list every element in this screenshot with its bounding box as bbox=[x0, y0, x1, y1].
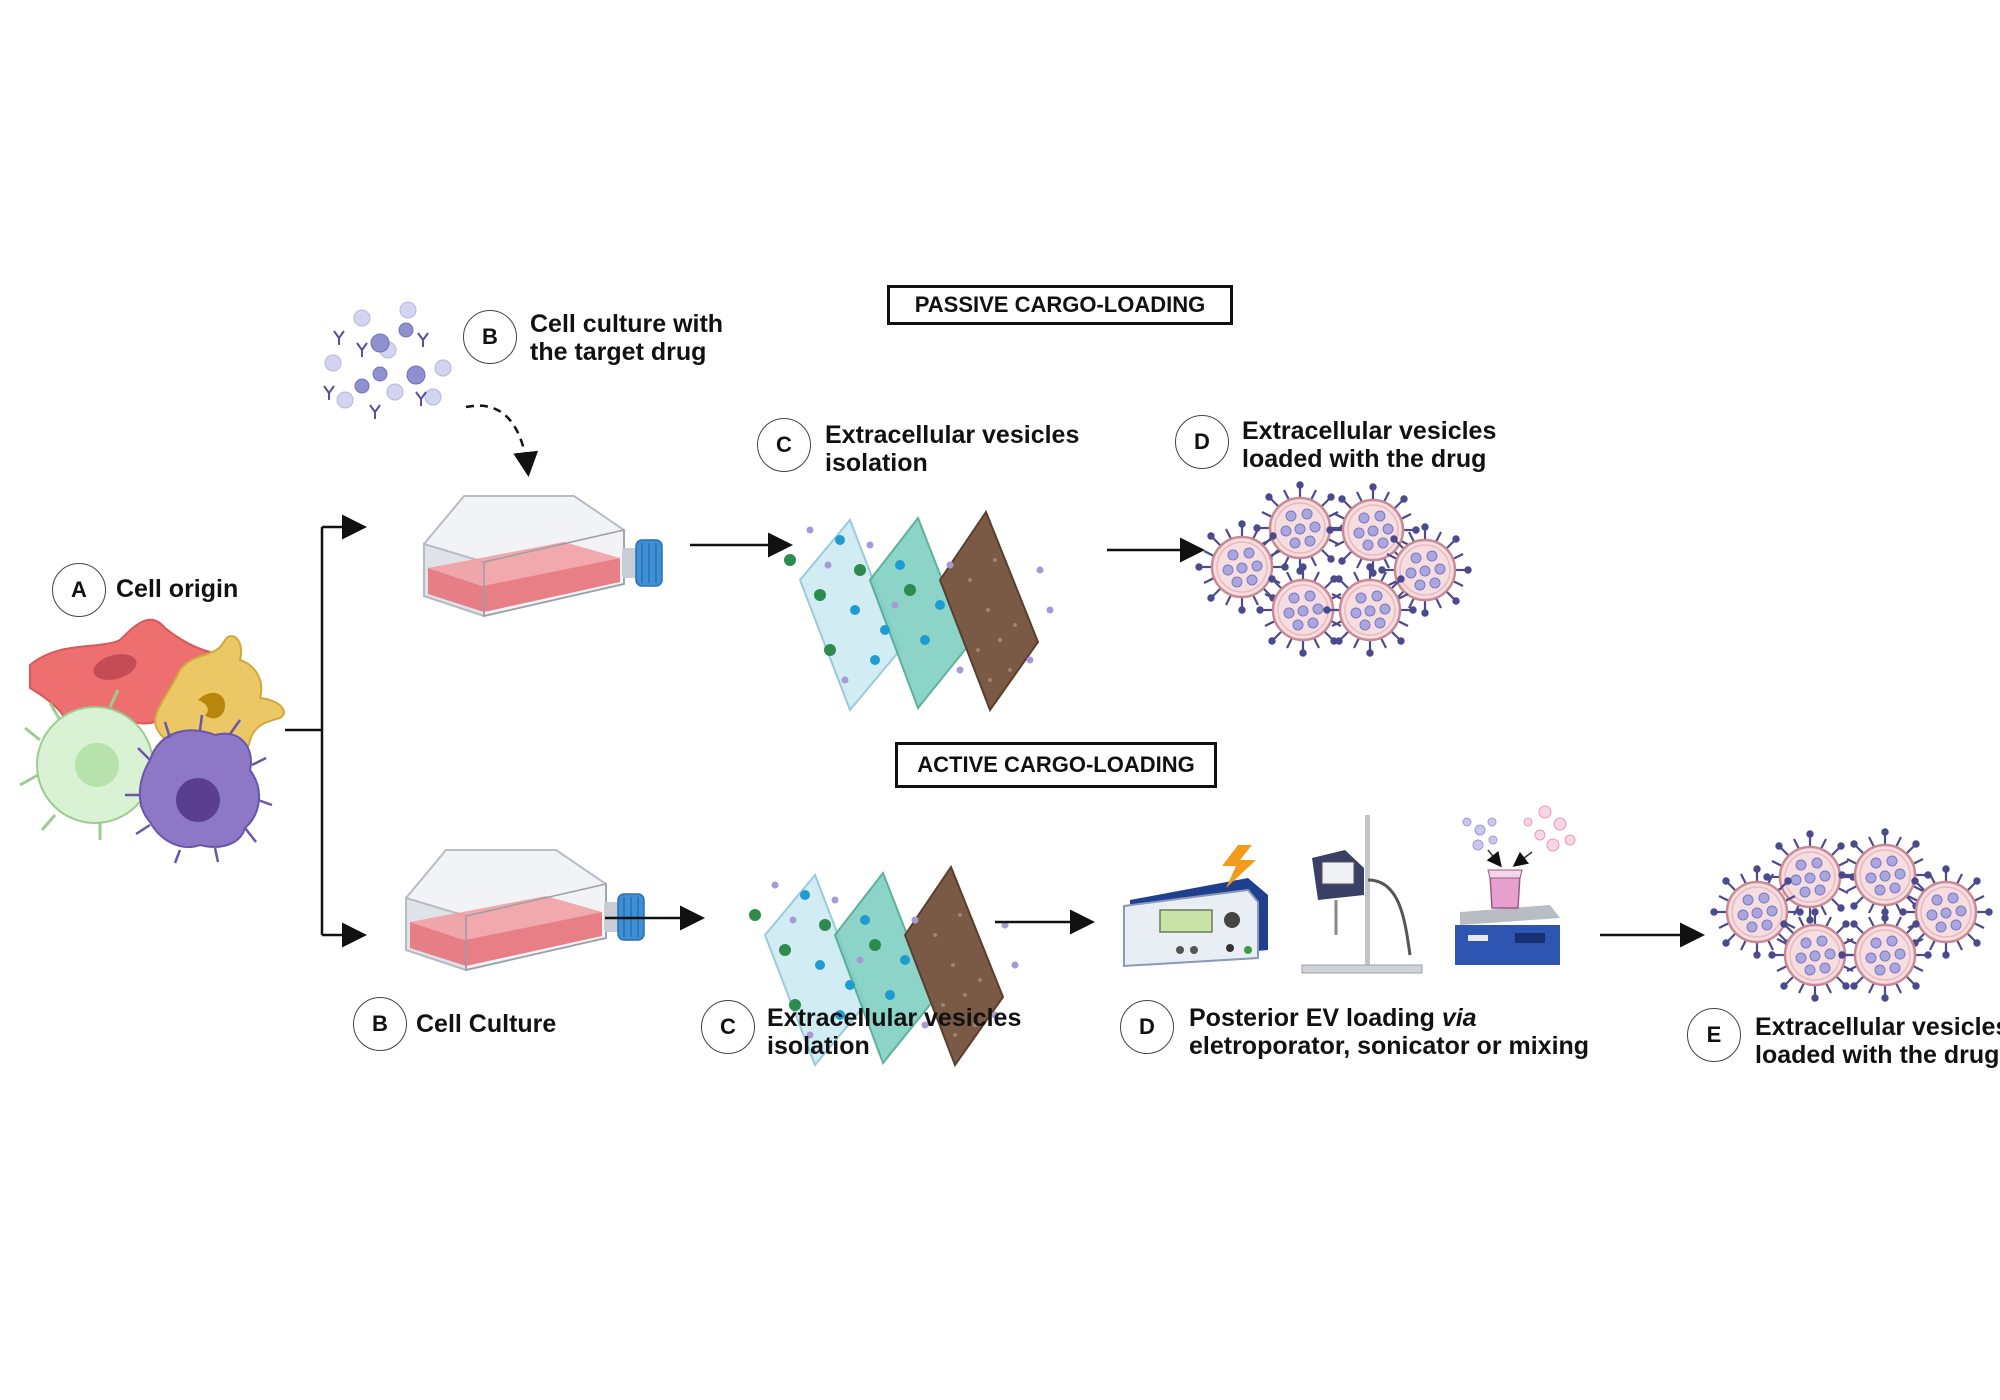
branch-connector bbox=[285, 514, 367, 948]
active-flask bbox=[405, 849, 645, 971]
active-cargo-loading-header: ACTIVE CARGO-LOADING bbox=[895, 742, 1217, 788]
badge-a: A bbox=[52, 563, 106, 617]
red-cell-nucleus bbox=[93, 654, 137, 680]
passive-badge-c: C bbox=[757, 418, 811, 472]
yellow-cell-nucleus bbox=[198, 692, 225, 719]
active-badge-c: C bbox=[701, 1000, 755, 1054]
passive-badge-d: D bbox=[1175, 415, 1229, 469]
mixing-stirrer-device bbox=[1455, 805, 1576, 965]
dashed-arrow bbox=[465, 404, 539, 477]
passive-flask bbox=[423, 495, 663, 617]
active-badge-d: D bbox=[1120, 1000, 1174, 1054]
passive-filters bbox=[783, 511, 1055, 711]
lightning-bolt-icon bbox=[1222, 845, 1256, 888]
purple-cell-spikes bbox=[125, 714, 273, 864]
purple-cell-nucleus bbox=[176, 778, 220, 822]
cell-origin-label: Cell origin bbox=[116, 575, 239, 603]
cell-origin-illustration bbox=[19, 618, 285, 864]
active-badge-b: B bbox=[353, 997, 407, 1051]
electroporator-device bbox=[1123, 845, 1268, 968]
active-step-b-label: Cell Culture bbox=[416, 1010, 557, 1038]
active-vesicles bbox=[1710, 828, 1993, 1002]
passive-badge-b: B bbox=[463, 310, 517, 364]
passive-cargo-loading-header: PASSIVE CARGO-LOADING bbox=[887, 285, 1233, 325]
sonicator-device bbox=[1301, 815, 1423, 974]
green-cell-nucleus bbox=[75, 743, 119, 787]
active-step-d-label: Posterior EV loading via eletroporator, … bbox=[1189, 1004, 1590, 1060]
drug-particles bbox=[323, 301, 452, 419]
passive-vesicles bbox=[1195, 481, 1472, 657]
active-badge-e: E bbox=[1687, 1008, 1741, 1062]
